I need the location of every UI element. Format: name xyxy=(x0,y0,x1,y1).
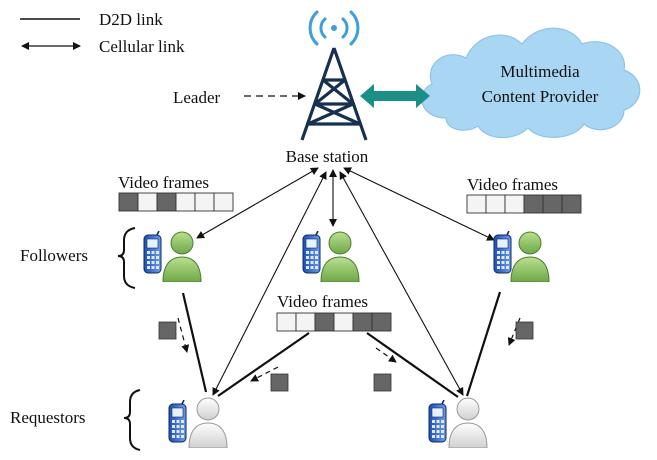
cellular-links xyxy=(196,167,495,396)
provider-line2: Content Provider xyxy=(482,87,599,106)
transfer-arrow-left xyxy=(177,317,190,353)
signal-icon xyxy=(308,10,360,46)
phone-icon xyxy=(143,231,162,274)
cloud-shape xyxy=(421,27,641,139)
cellular-link-requestor-left xyxy=(212,171,327,396)
frame-cell-filled xyxy=(561,194,582,214)
cellular-legend-label: Cellular link xyxy=(99,37,185,56)
frame-square-right xyxy=(515,321,534,340)
frame-cell-empty xyxy=(333,312,354,332)
person-icon xyxy=(162,231,202,282)
person-icon xyxy=(448,397,488,448)
legend: D2D link Cellular link xyxy=(20,10,185,56)
phone-icon xyxy=(493,231,512,274)
follower-right xyxy=(493,231,550,282)
transferred-frames xyxy=(158,321,534,392)
d2d-links xyxy=(181,291,502,398)
follower-middle xyxy=(302,231,360,282)
provider-line1: Multimedia xyxy=(500,62,580,81)
requestor-left xyxy=(168,397,228,448)
d2d-link-right xyxy=(465,291,502,397)
followers-brace xyxy=(117,227,136,289)
content-provider-cloud: Multimedia Content Provider xyxy=(421,27,641,139)
leader-label: Leader xyxy=(173,88,221,107)
requestors-label: Requestors xyxy=(10,408,86,427)
frame-cell-filled xyxy=(156,192,177,212)
frame-square-middle-right xyxy=(373,373,392,392)
frame-cell-filled xyxy=(371,312,392,332)
frames-right-label: Video frames xyxy=(467,175,558,194)
frame-cell-filled xyxy=(523,194,544,214)
base-station-tower-icon xyxy=(300,47,368,141)
frame-cell-empty xyxy=(504,194,525,214)
d2d-legend-label: D2D link xyxy=(99,10,163,29)
phone-icon xyxy=(302,231,321,274)
frame-cell-empty xyxy=(175,192,196,212)
frame-cell-empty xyxy=(295,312,316,332)
frame-cell-filled xyxy=(314,312,335,332)
d2d-link-middle-right xyxy=(366,332,459,398)
phone-icon xyxy=(428,400,447,443)
person-icon xyxy=(320,231,360,282)
bidirectional-link-arrow xyxy=(360,84,430,108)
frames-strip-middle xyxy=(276,312,392,332)
requestor-right xyxy=(428,397,488,448)
frames-left-label: Video frames xyxy=(118,173,209,192)
base-station-label: Base station xyxy=(286,147,369,166)
frame-square-middle-left xyxy=(270,373,289,392)
frame-cell-empty xyxy=(466,194,487,214)
frame-cell-filled xyxy=(118,192,139,212)
cellular-link-requestor-right xyxy=(339,171,464,396)
frames-middle-label: Video frames xyxy=(277,292,368,311)
person-icon xyxy=(510,231,550,282)
frame-cell-empty xyxy=(213,192,234,212)
follower-left xyxy=(143,231,202,282)
frames-strip-left xyxy=(118,192,234,212)
frame-square-left xyxy=(158,321,177,340)
phone-icon xyxy=(168,400,187,443)
transfer-arrow-middle-right xyxy=(375,347,397,363)
frame-cell-empty xyxy=(137,192,158,212)
person-icon xyxy=(188,397,228,448)
frame-cell-filled xyxy=(542,194,563,214)
frame-cell-filled xyxy=(352,312,373,332)
d2d-link-left xyxy=(181,292,208,393)
requestors-brace xyxy=(123,389,141,451)
followers-label: Followers xyxy=(20,246,88,265)
frame-cell-empty xyxy=(194,192,215,212)
d2d-link-middle-left xyxy=(217,332,310,397)
frames-strip-right xyxy=(466,194,582,214)
frame-cell-empty xyxy=(485,194,506,214)
frame-cell-empty xyxy=(276,312,297,332)
